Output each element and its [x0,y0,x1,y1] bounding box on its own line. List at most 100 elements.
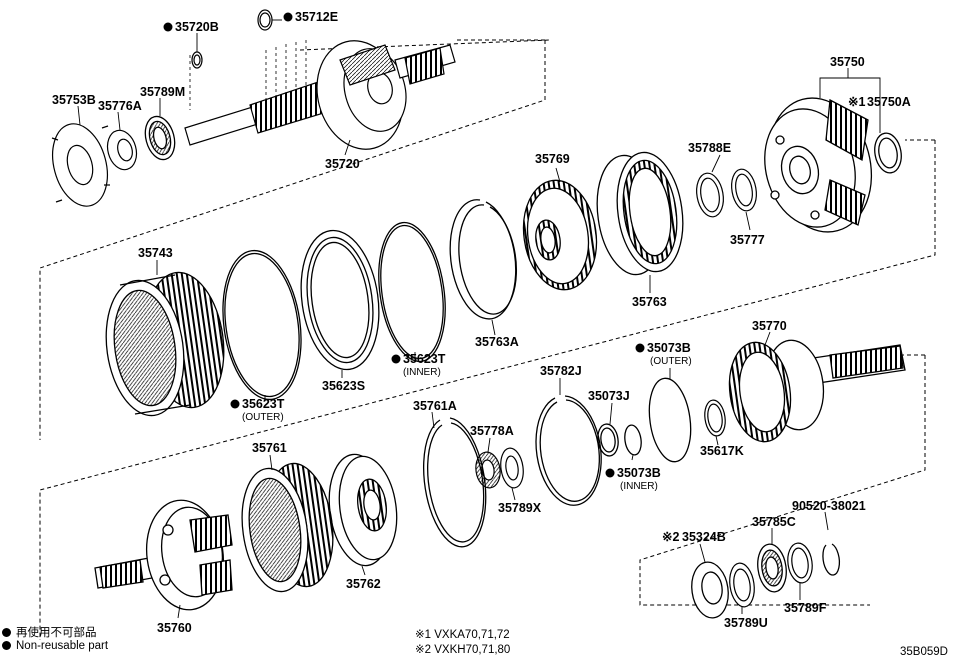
part-35785C-drawing [757,543,787,593]
non-reusable-mark-icon [283,12,293,22]
callout-35789F[interactable]: 35789F [784,601,827,615]
part-35073B-outer-drawing [648,377,692,463]
callout-35753B[interactable]: 35753B [52,93,96,107]
part-label: 35750A [867,95,911,109]
callout-35785C[interactable]: 35785C [752,515,796,529]
callout-35623T-inner[interactable]: 35623T (INNER) [391,352,446,378]
part-35760-drawing [94,499,233,611]
part-35324B-drawing [691,561,729,619]
part-35750-drawing [764,97,873,233]
callout-35762[interactable]: 35762 [346,577,381,591]
part-label: 35778A [470,424,514,438]
callout-35073J[interactable]: 35073J [588,389,630,403]
diagram-code: 35B059D [900,646,948,658]
callout-35617K[interactable]: 35617K [700,444,744,458]
non-reusable-mark-icon [163,22,173,32]
part-35623T-outer-drawing [222,249,302,401]
callout-35789U[interactable]: 35789U [724,616,768,630]
callout-35776A[interactable]: 35776A [98,99,142,113]
callout-35623T-outer[interactable]: 35623T (OUTER) [230,397,285,423]
part-35778A-drawing [475,451,501,489]
part-35761A-drawing [423,417,487,548]
part-35788E-drawing [696,172,724,218]
part-35712E-drawing [257,9,273,31]
part-label: 35761A [413,399,457,413]
non-reusable-mark-icon [605,468,615,478]
part-label: 35720 [325,157,360,171]
callout-35750A[interactable]: ※1 35750A [848,95,911,109]
part-label: 35770 [752,319,787,333]
callout-35073B-inner[interactable]: 35073B (INNER) [605,466,661,492]
callout-35623S[interactable]: 35623S [322,379,365,393]
part-35753B-drawing [51,123,110,207]
non-reusable-mark-icon [2,641,11,650]
part-label: 35789U [724,616,768,630]
part-label: 35712E [295,10,338,24]
part-label: 35762 [346,577,381,591]
callout-90520-38021[interactable]: 90520-38021 [792,499,866,513]
guide-lines [189,40,307,110]
non-reusable-mark-icon [2,628,11,637]
callout-35712E[interactable]: 35712E [283,10,339,24]
callout-35789M[interactable]: 35789M [140,85,185,99]
callout-35770[interactable]: 35770 [752,319,787,333]
callout-35782J[interactable]: 35782J [540,364,582,378]
part-35073B-inner-drawing [624,424,642,456]
callout-35769[interactable]: 35769 [535,152,570,166]
part-label: 35789F [784,601,827,615]
callout-35720[interactable]: 35720 [325,157,360,171]
callout-35763A[interactable]: 35763A [475,335,519,349]
part-35617K-drawing [704,399,726,437]
part-label: 35750 [830,55,865,69]
callout-35073B-outer[interactable]: 35073B (OUTER) [635,341,692,367]
callout-35788E[interactable]: 35788E [688,141,731,155]
part-35776A-drawing [106,129,138,171]
note-text: VXKH70,71,80 [434,644,511,656]
part-35073J-drawing [597,423,619,457]
part-35763-drawing [596,151,684,276]
part-label: 35760 [157,621,192,635]
part-label: 35623T [242,397,285,411]
note-mark: ※2 [415,644,432,656]
part-label: 35073B [647,341,691,355]
callout-35763[interactable]: 35763 [632,295,667,309]
part-35750A-drawing [874,132,902,174]
part-sublabel: (INNER) [620,481,658,492]
callout-35743[interactable]: 35743 [138,246,173,260]
part-35761-drawing [241,462,334,593]
part-label: 35769 [535,152,570,166]
callout-35761A[interactable]: 35761A [413,399,457,413]
callout-35777[interactable]: 35777 [730,233,765,247]
part-label: 35623S [322,379,365,393]
note-1: ※1 VXKA70,71,72 [415,627,510,641]
part-sublabel: (OUTER) [650,356,692,367]
callout-35761[interactable]: 35761 [252,441,287,455]
part-label: 35782J [540,364,582,378]
callout-35324B[interactable]: ※2 35324B [662,530,726,544]
part-35777-drawing [731,168,757,212]
part-35720-drawing [184,40,456,150]
legend-english: Non-reusable part [2,640,108,652]
part-label: 35617K [700,444,744,458]
note-2: ※2 VXKH70,71,80 [415,642,510,656]
part-35623S-drawing [300,229,380,371]
part-label: 35761 [252,441,287,455]
part-label: 35073J [588,389,630,403]
part-label: 35743 [138,246,173,260]
callout-35720B[interactable]: 35720B [163,20,219,34]
callout-35778A[interactable]: 35778A [470,424,514,438]
part-label: 35789X [498,501,542,515]
callout-35760[interactable]: 35760 [157,621,192,635]
part-35789F-drawing [787,542,813,584]
callout-35789X[interactable]: 35789X [498,501,542,515]
part-label: 35324B [682,530,726,544]
note-text: VXKA70,71,72 [434,629,510,641]
part-35743-drawing [105,271,225,417]
part-35789X-drawing [500,447,524,489]
part-90520-38021-drawing [822,543,841,576]
part-label: 35789M [140,85,185,99]
part-label: 35623T [403,352,446,366]
callout-35750[interactable]: 35750 [830,55,865,69]
part-label: 35788E [688,141,731,155]
